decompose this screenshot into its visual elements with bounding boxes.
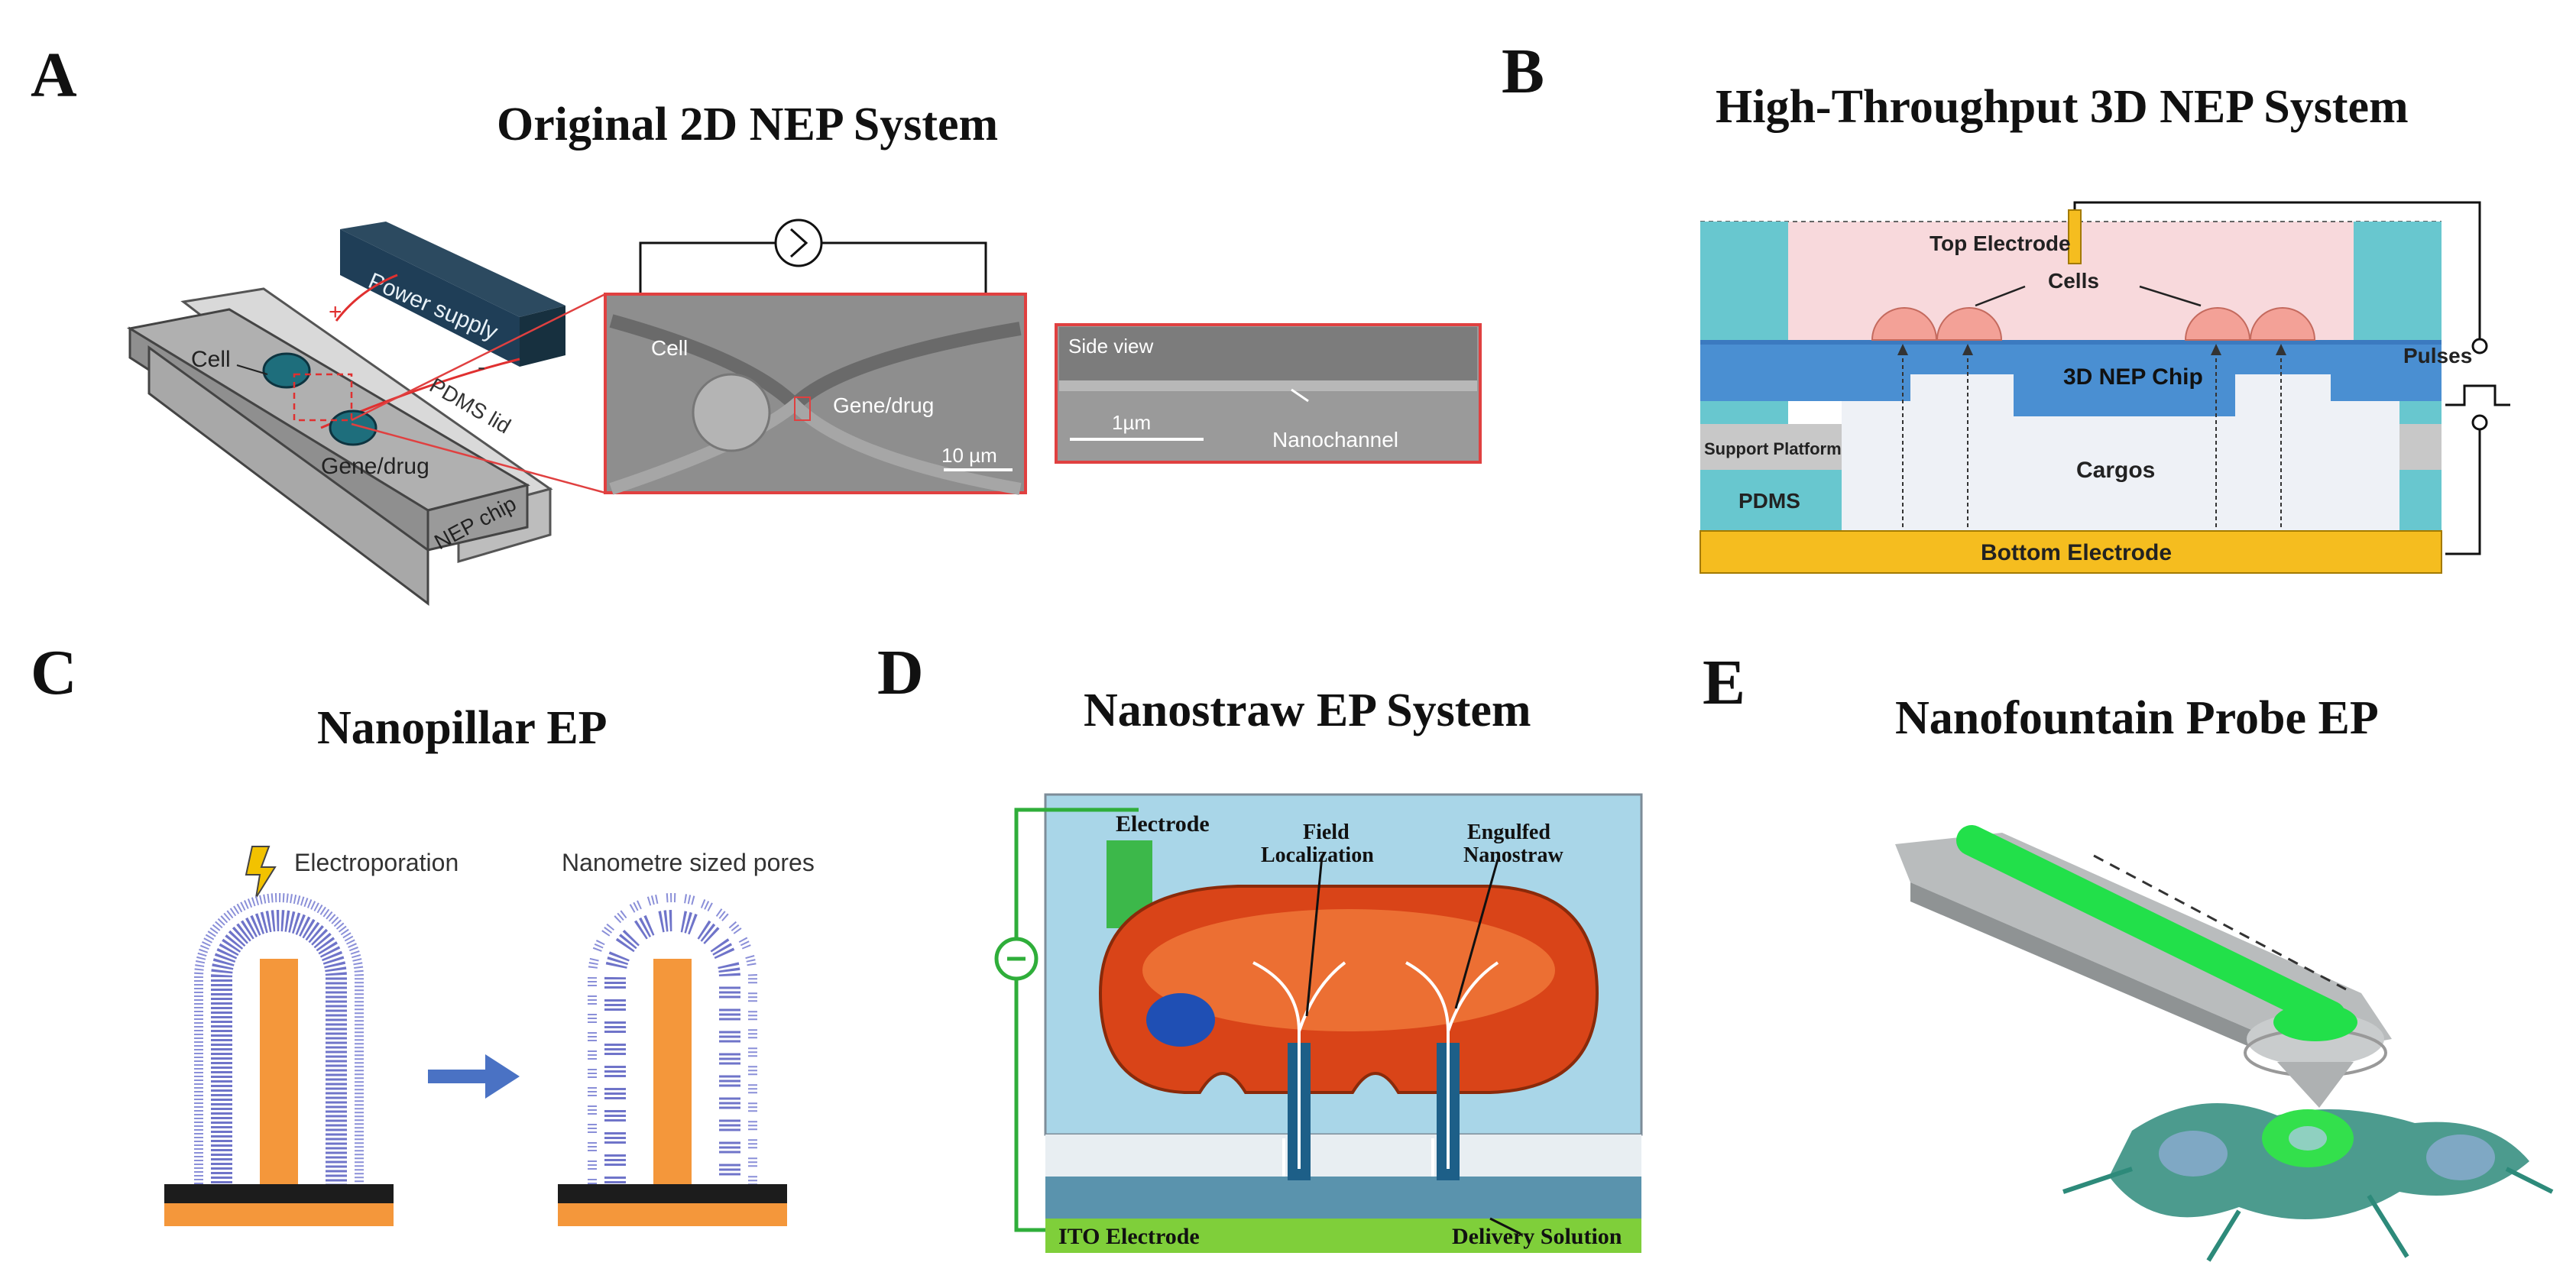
field-label-line2: Localization xyxy=(1261,843,1374,867)
nep-chip-device xyxy=(126,287,553,607)
svg-text:+: + xyxy=(329,299,342,325)
nanopillar-porated xyxy=(558,893,787,1226)
panel-b-letter: B xyxy=(1502,36,1545,107)
transition-arrow xyxy=(428,1054,520,1099)
panel-d-title: Nanostraw EP System xyxy=(1084,685,1531,736)
panel-e-figure xyxy=(1895,825,2554,1262)
nanochannel-label: Nanochannel xyxy=(1272,428,1398,452)
side-view-scale-label: 1µm xyxy=(1112,411,1151,434)
cell-label: Cell xyxy=(191,347,231,372)
panel-c-title: Nanopillar EP xyxy=(317,702,608,754)
micrograph-scale-label: 10 µm xyxy=(941,444,997,467)
panel-d-letter: D xyxy=(877,637,924,708)
support-platform-label: Support Platform xyxy=(1704,439,1842,458)
panel-a-letter: A xyxy=(31,40,77,111)
cargos-label: Cargos xyxy=(2076,458,2155,483)
panel-e-title: Nanofountain Probe EP xyxy=(1895,692,2379,744)
engulfing-cell xyxy=(1098,885,1599,1094)
panel-e-letter: E xyxy=(1703,647,1746,718)
svg-text:-: - xyxy=(478,354,485,380)
delivery-solution-label: Delivery Solution xyxy=(1452,1224,1622,1249)
panel-d-figure: Electrode Field Localization Engulfed Na… xyxy=(994,793,1643,1253)
panel-a-title: Original 2D NEP System xyxy=(497,99,999,151)
micrograph xyxy=(604,293,1027,495)
cell-well xyxy=(262,352,311,389)
gene-drug-label: Gene/drug xyxy=(321,454,429,479)
electrode-label: Electrode xyxy=(1116,811,1210,837)
pulses-label: Pulses xyxy=(2403,344,2472,367)
side-view-label: Side view xyxy=(1068,335,1153,358)
lightning-icon xyxy=(245,846,277,898)
cell-network xyxy=(2062,1103,2554,1262)
engulfed-label-line1: Engulfed xyxy=(1467,821,1550,844)
nanopillar-intact xyxy=(164,893,394,1226)
micrograph-gene-drug-label: Gene/drug xyxy=(833,393,934,417)
side-view-image xyxy=(1055,323,1482,464)
power-supply-box xyxy=(340,222,565,367)
electroporation-label: Electroporation xyxy=(294,849,458,876)
bottom-electrode-label: Bottom Electrode xyxy=(1981,540,2172,565)
panel-c-figure: Electroporation Nanometre sized pores xyxy=(164,846,815,1226)
panel-b-title: High-Throughput 3D NEP System xyxy=(1716,81,2409,133)
top-electrode-label: Top Electrode xyxy=(1930,231,2071,255)
field-label-line1: Field xyxy=(1303,821,1350,844)
engulfed-label-line2: Nanostraw xyxy=(1463,843,1563,867)
nanofountain-probe xyxy=(1895,825,2392,1108)
panel-a-figure: Power supply + - Cell PDMS lid Gene/drug… xyxy=(126,218,1482,607)
micrograph-cell-label: Cell xyxy=(651,336,688,360)
nanometre-pores-label: Nanometre sized pores xyxy=(562,849,815,876)
pdms-label: PDMS xyxy=(1738,489,1800,513)
panel-c-letter: C xyxy=(31,637,77,708)
3d-nep-chip-label: 3D NEP Chip xyxy=(2063,364,2203,390)
panel-b-figure: Top Electrode Cells 3D NEP Chip Pulses S… xyxy=(1700,201,2510,574)
ito-electrode-label: ITO Electrode xyxy=(1058,1224,1200,1249)
cells-label: Cells xyxy=(2048,269,2099,293)
